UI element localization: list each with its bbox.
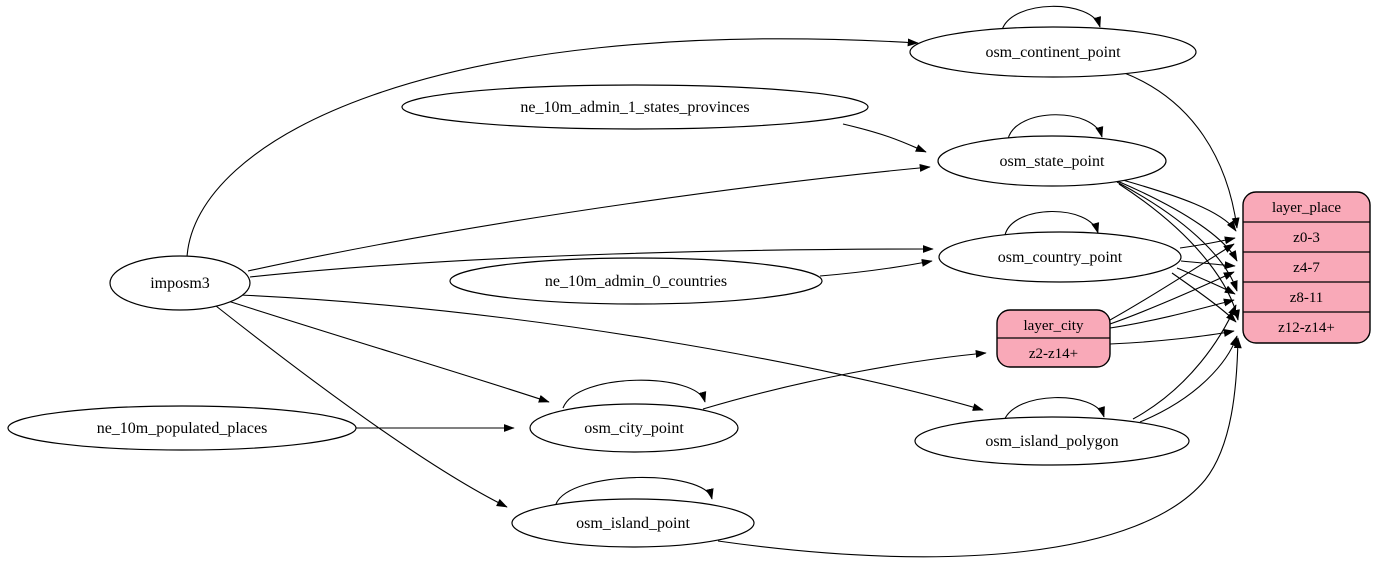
edge-ne_10m_admin_0_countries-osm_country_point	[819, 258, 933, 277]
record-layer_place-row-z8-11: z8-11	[1290, 290, 1324, 306]
selfloop-osm_state_point	[1007, 114, 1104, 140]
record-layer_place-row-z4-7: z4-7	[1293, 260, 1320, 276]
edge-osm_island_polygon-layer_place-z12-z14	[1139, 335, 1238, 423]
node-osm_island_polygon: osm_island_polygon	[914, 416, 1190, 466]
edge-layer_city-layer_place-z0-3	[1109, 243, 1235, 321]
node-osm_island_point: osm_island_point	[511, 498, 755, 548]
svg-text:osm_continent_point: osm_continent_point	[985, 44, 1121, 61]
svg-text:ne_10m_admin_0_countries: ne_10m_admin_0_countries	[545, 273, 727, 290]
record-layer_place-row-z12-z14: z12-z14+	[1278, 320, 1335, 336]
edge-osm_continent_point-layer_place-z0-3	[1121, 71, 1240, 229]
edge-osm_country_point-layer_place-z4-7	[1180, 260, 1236, 270]
edge-imposm3-osm_continent_point	[186, 38, 919, 258]
svg-text:osm_country_point: osm_country_point	[998, 249, 1123, 266]
node-imposm3: imposm3	[109, 255, 251, 311]
record-layer_city-title: layer_city	[1024, 318, 1084, 334]
selfloop-osm_continent_point	[1001, 5, 1101, 31]
node-ne_10m_populated_places: ne_10m_populated_places	[7, 405, 357, 451]
svg-text:imposm3: imposm3	[150, 275, 210, 292]
edge-osm_country_point-layer_place-z0-3	[1179, 236, 1236, 249]
edge-osm_island_point-layer_place-z12-z14	[717, 337, 1242, 558]
svg-text:osm_city_point: osm_city_point	[584, 420, 684, 437]
node-osm_state_point: osm_state_point	[937, 135, 1167, 187]
edge-osm_country_point-layer_place-z8-11	[1176, 267, 1236, 295]
edge-osm_city_point-layer_city-z2-z14	[702, 349, 987, 410]
record-layer_place-row-z0-3: z0-3	[1293, 230, 1320, 246]
edge-imposm3-osm_island_point	[215, 305, 508, 508]
selfloop-osm_island_polygon	[1003, 397, 1105, 422]
selfloop-osm_city_point	[562, 379, 707, 409]
svg-text:osm_island_point: osm_island_point	[576, 515, 690, 532]
edge-osm_country_point-layer_place-z12-z14	[1171, 272, 1237, 323]
record-layer_city: layer_city z2-z14+	[996, 309, 1111, 368]
edge-imposm3-osm_country_point	[249, 245, 934, 278]
node-osm_city_point: osm_city_point	[529, 403, 739, 453]
node-osm_country_point: osm_country_point	[938, 231, 1182, 283]
svg-text:ne_10m_populated_places: ne_10m_populated_places	[97, 420, 268, 437]
node-osm_continent_point: osm_continent_point	[909, 26, 1197, 78]
edge-layer_city-layer_place-z12-z14	[1109, 329, 1235, 345]
edge-layer_city-layer_place-z8-11	[1109, 298, 1235, 329]
svg-text:osm_island_polygon: osm_island_polygon	[985, 433, 1118, 450]
edge-ne_10m_admin_1_states_provinces-osm_state_point	[842, 123, 927, 153]
selfloop-osm_island_point	[555, 476, 714, 505]
record-layer_city-row-z2-z14: z2-z14+	[1029, 346, 1078, 362]
edge-osm_state_point-layer_place-z4-7	[1114, 179, 1238, 262]
svg-text:osm_state_point: osm_state_point	[1000, 153, 1105, 170]
edge-imposm3-osm_island_polygon	[239, 294, 984, 411]
svg-text:ne_10m_admin_1_states_province: ne_10m_admin_1_states_provinces	[520, 99, 749, 116]
selfloop-osm_country_point	[1004, 210, 1100, 236]
node-ne_10m_admin_1_states_provinces: ne_10m_admin_1_states_provinces	[401, 84, 869, 130]
edge-layer_city-layer_place-z4-7	[1109, 271, 1235, 325]
node-ne_10m_admin_0_countries: ne_10m_admin_0_countries	[449, 257, 823, 305]
edge-osm_state_point-layer_place-z0-3	[1111, 176, 1237, 232]
edge-imposm3-osm_city_point	[227, 300, 550, 403]
edge-osm_island_polygon-layer_place-z8-11	[1132, 304, 1237, 420]
edge-imposm3-osm_state_point	[247, 164, 931, 272]
edge-osm_state_point-layer_place-z8-11	[1116, 181, 1238, 292]
record-layer_place-title: layer_place	[1272, 200, 1341, 216]
record-layer_place: layer_place z0-3 z4-7 z8-11 z12-z14+	[1242, 191, 1371, 344]
